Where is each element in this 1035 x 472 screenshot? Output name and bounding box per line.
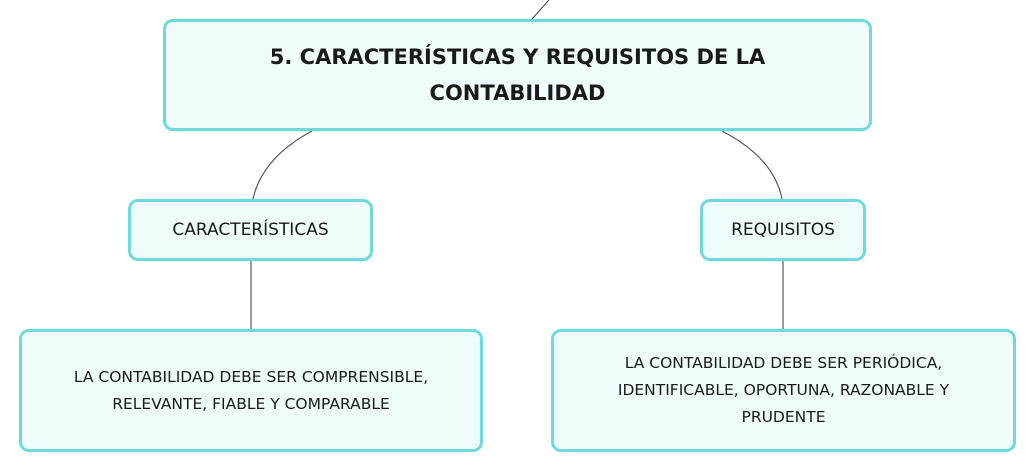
- detail-node-caracteristicas-text: LA CONTABILIDAD DEBE SER COMPRENSIBLE, R…: [73, 367, 429, 413]
- branch-node-requisitos[interactable]: REQUISITOS: [700, 199, 866, 261]
- detail-node-requisitos-text: LA CONTABILIDAD DEBE SER PERIÓDICA, IDEN…: [617, 354, 950, 426]
- branch-node-caracteristicas[interactable]: CARACTERÍSTICAS: [128, 199, 373, 261]
- detail-node-requisitos[interactable]: LA CONTABILIDAD DEBE SER PERIÓDICA, IDEN…: [551, 329, 1016, 452]
- root-node[interactable]: 5. CARACTERÍSTICAS Y REQUISITOS DE LA CO…: [163, 19, 872, 131]
- connector-root-to-requisitos: [721, 130, 783, 200]
- connector-from-parent: [531, 0, 550, 20]
- connector-root-to-caracteristicas: [252, 130, 313, 200]
- root-node-label: 5. CARACTERÍSTICAS Y REQUISITOS DE LA CO…: [269, 45, 766, 105]
- branch-node-requisitos-label: REQUISITOS: [731, 220, 835, 240]
- detail-node-caracteristicas[interactable]: LA CONTABILIDAD DEBE SER COMPRENSIBLE, R…: [19, 329, 483, 452]
- branch-node-caracteristicas-label: CARACTERÍSTICAS: [172, 220, 329, 240]
